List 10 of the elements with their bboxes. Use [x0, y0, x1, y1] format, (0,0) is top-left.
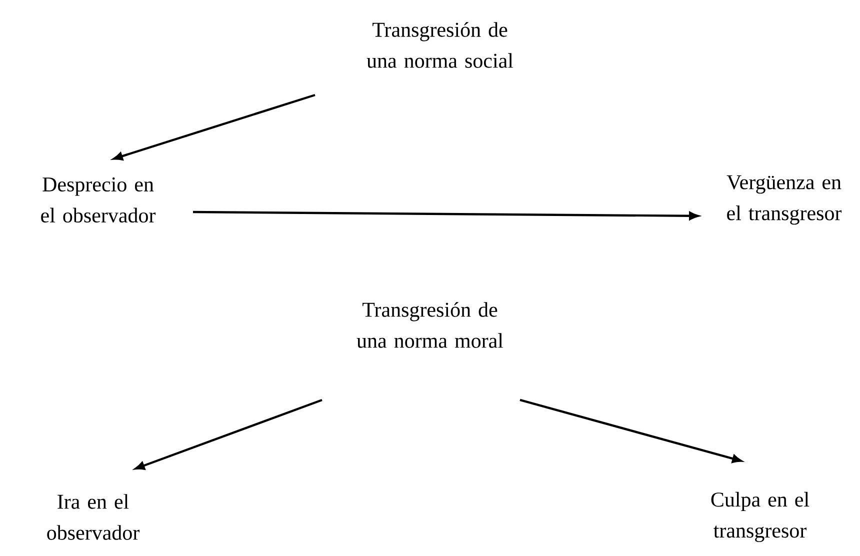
- text-label: Transgresión de una norma moral: [356, 302, 504, 348]
- text-label: Ira en el observador: [47, 494, 140, 540]
- text-label: Vergüenza en el transgresor: [726, 175, 842, 225]
- text-label: Transgresión de una norma social: [366, 22, 514, 68]
- arrow: [135, 398, 322, 470]
- text-label: Desprecio en el observador: [41, 177, 156, 223]
- text-label: Culpa en el transgresor: [711, 492, 810, 542]
- arrow: [193, 210, 699, 220]
- arrow: [520, 398, 742, 463]
- arrow: [113, 94, 316, 160]
